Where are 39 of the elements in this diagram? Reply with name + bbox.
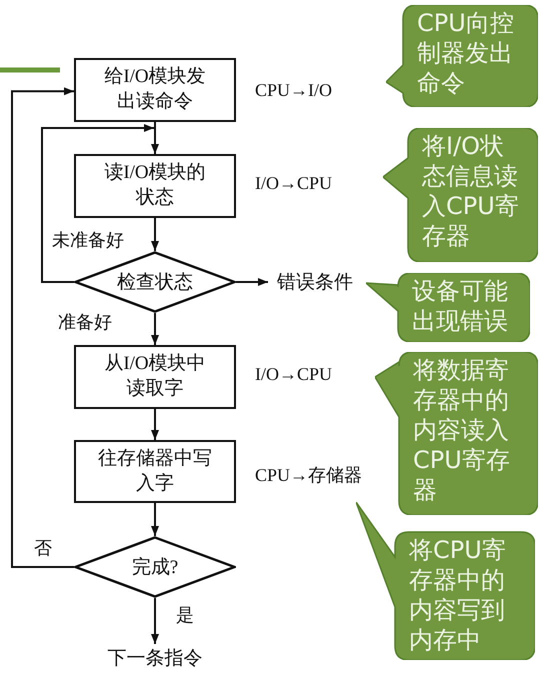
process-box bbox=[74, 345, 236, 409]
step-text: 读I/O模块的状态 bbox=[103, 161, 207, 210]
arrow bbox=[11, 87, 74, 568]
flow-label: 下一条指令 bbox=[108, 647, 202, 671]
step-text: 往存储器中写入字 bbox=[97, 446, 213, 496]
data-flow-label: CPU→I/O bbox=[255, 80, 332, 101]
bubble-text: 将CPU寄存器中的内容写到内存中 bbox=[409, 535, 507, 655]
data-flow-label: CPU→存储器 bbox=[255, 464, 362, 487]
arrow bbox=[41, 124, 154, 283]
edge-label: 未准备好 bbox=[52, 228, 124, 252]
edge-label: 准备好 bbox=[58, 310, 112, 334]
arrow bbox=[151, 598, 159, 644]
arrow bbox=[151, 409, 159, 440]
data-flow-label: I/O→CPU bbox=[255, 364, 332, 385]
arrow bbox=[236, 278, 268, 286]
data-flow-label: I/O→CPU bbox=[255, 173, 332, 194]
step-text: 从I/O模块中读取字 bbox=[103, 352, 207, 401]
decision-diamond bbox=[74, 536, 236, 598]
arrow bbox=[151, 122, 159, 154]
process-box bbox=[74, 58, 236, 122]
speech-bubble bbox=[386, 5, 538, 107]
speech-bubble bbox=[383, 128, 538, 262]
arrow bbox=[151, 503, 159, 536]
step-text: 给I/O模块发出读命令 bbox=[103, 65, 207, 114]
decision-diamond bbox=[74, 251, 236, 313]
speech-bubble bbox=[375, 352, 538, 515]
arrow bbox=[151, 313, 159, 345]
process-box bbox=[74, 154, 236, 218]
speech-bubble bbox=[366, 273, 530, 342]
decision-text: 检查状态 bbox=[117, 271, 193, 295]
flow-label: 错误条件 bbox=[277, 271, 353, 295]
process-box bbox=[74, 440, 236, 503]
arrow bbox=[151, 218, 159, 251]
bubble-text: 设备可能出现错误 bbox=[412, 276, 509, 336]
decision-text: 完成? bbox=[132, 556, 178, 580]
bubble-text: 将数据寄存器中的内容读入CPU寄存器 bbox=[413, 355, 511, 505]
bubble-text: CPU向控制器发出命令 bbox=[417, 8, 515, 98]
bubble-text: 将I/O状态信息读入CPU寄存器 bbox=[422, 131, 520, 251]
speech-bubble bbox=[356, 502, 535, 660]
